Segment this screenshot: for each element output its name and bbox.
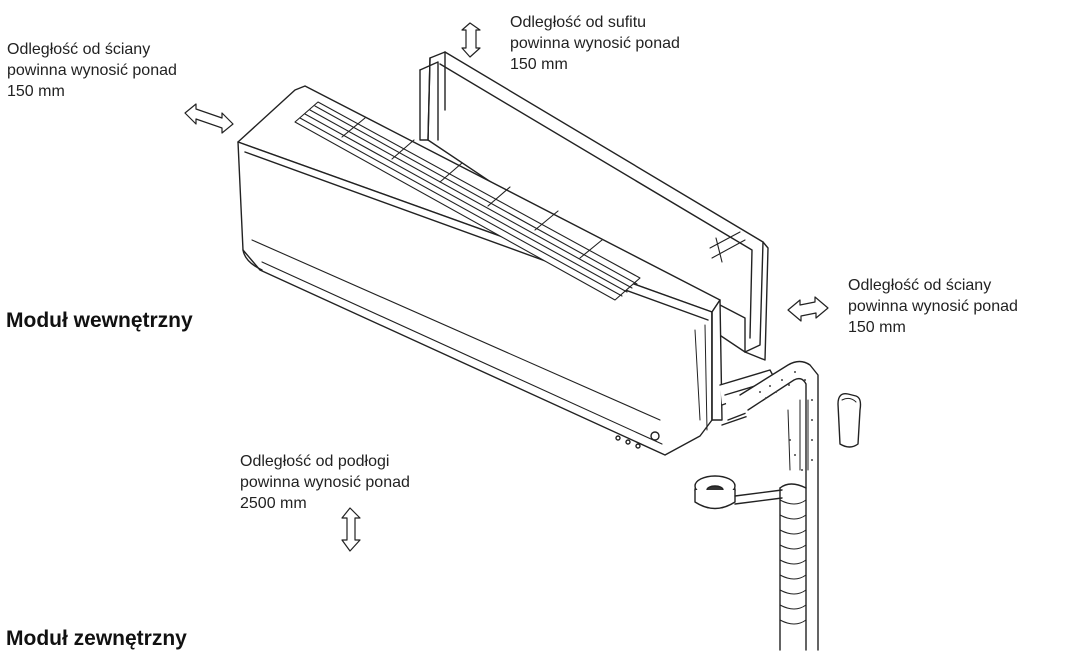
outdoor-unit-title: Moduł zewnętrzny [6,627,187,650]
wall-right-note: Odległość od ściany powinna wynosić pona… [848,275,1018,338]
air-vent-grille [294,101,641,301]
wall-right-line-3: 150 mm [848,319,906,336]
indoor-unit-title: Moduł wewnętrzny [6,309,193,332]
floor-line-3: 2500 mm [240,495,307,512]
floor-line-1: Odległość od podłogi [240,453,390,470]
ceiling-line-1: Odległość od sufitu [510,14,647,31]
wall-left-line-2: powinna wynosić ponad [7,62,177,79]
pipe-bundle [739,360,819,651]
double-arrow-icon [184,22,829,552]
wall-right-line-1: Odległość od ściany [848,277,992,294]
wall-left-note: Odległość od ściany powinna wynosić pona… [7,39,177,102]
wall-left-line-1: Odległość od ściany [7,41,151,58]
wall-left-line-3: 150 mm [7,83,65,100]
remote-control-icon [837,393,862,448]
wall-right-line-2: powinna wynosić ponad [848,298,1018,315]
floor-note: Odległość od podłogi powinna wynosić pon… [240,451,410,514]
ceiling-line-3: 150 mm [510,56,568,73]
floor-line-2: powinna wynosić ponad [240,474,410,491]
ceiling-note: Odległość od sufitu powinna wynosić pona… [510,12,680,75]
ceiling-line-2: powinna wynosić ponad [510,35,680,52]
drain-hose-coil [694,475,783,510]
mounting-plate [419,51,769,361]
